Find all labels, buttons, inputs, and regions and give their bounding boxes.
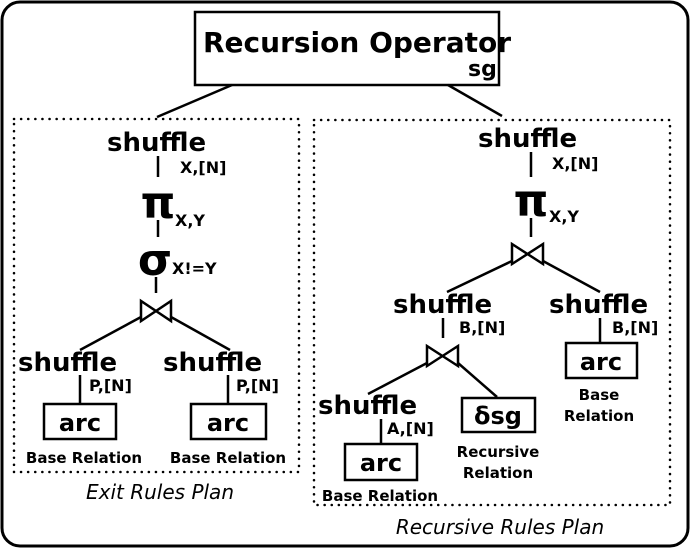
exit-join-icon — [139, 298, 173, 324]
recursive-plan-caption: Recursive Rules Plan — [396, 515, 604, 539]
edge-root-to-recursive — [447, 83, 503, 118]
exit-left-shuffle-sub: P,[N] — [89, 376, 132, 395]
exit-right-arc-box — [189, 402, 268, 441]
rec-inner-join-icon — [425, 343, 460, 369]
exit-right-arc-label: arc — [207, 409, 249, 437]
rec-right-shuffle-label: shuffle — [549, 290, 648, 320]
rec-recursive-caption-line1: Recursive — [457, 443, 540, 461]
rec-edge-join-right — [542, 259, 601, 294]
rec-right-caption-line1: Base — [579, 386, 620, 404]
rec-right-caption-line2: Relation — [564, 407, 634, 425]
recursion-operator-title: Recursion Operator — [203, 26, 511, 59]
rec-right-shuffle-sub: B,[N] — [612, 318, 658, 337]
rec-inner-arc-box — [343, 442, 419, 482]
rec-projection-sub: X,Y — [549, 207, 579, 226]
edge-root-to-exit — [156, 83, 233, 119]
rec-edge-join-left — [446, 259, 513, 294]
rec-shuffle-label: shuffle — [478, 124, 577, 154]
exit-edge-join-left — [79, 315, 142, 352]
exit-selection-sub: X!=Y — [172, 259, 217, 278]
recursive-plan: shuffle X,[N] π X,Y shuffle B,[N] shuffl… — [318, 124, 658, 539]
rec-left-shuffle-label: shuffle — [393, 290, 492, 320]
exit-left-arc-label: arc — [59, 409, 101, 437]
rec-delta-sg-box — [460, 396, 537, 434]
exit-right-shuffle-label: shuffle — [163, 348, 262, 378]
rec-edge-inner-join-right — [457, 362, 498, 398]
exit-left-arc-box — [42, 402, 118, 441]
rec-edge-inner-join-left — [367, 361, 428, 396]
exit-left-base-relation-caption: Base Relation — [26, 449, 142, 467]
exit-left-shuffle-label: shuffle — [18, 348, 117, 378]
rec-join-icon — [510, 241, 545, 267]
recursion-operator-subscript: sg — [468, 57, 497, 82]
rec-inner-arc-label: arc — [360, 449, 402, 477]
exit-plan-caption: Exit Rules Plan — [86, 480, 234, 504]
rec-inner-base-relation-caption: Base Relation — [322, 487, 438, 505]
rec-right-arc-label: arc — [580, 348, 622, 376]
rec-recursive-caption-line2: Relation — [463, 464, 533, 482]
exit-plan: shuffle X,[N] π X,Y σ X!=Y shuffle P,[N]… — [18, 128, 286, 504]
rec-inner-shuffle-sub: A,[N] — [387, 419, 434, 438]
rec-delta-sg-label: δsg — [474, 402, 522, 430]
exit-edge-join-right — [170, 315, 231, 352]
rec-shuffle-sub: X,[N] — [552, 154, 598, 173]
recursion-operator-node: Recursion Operator sg — [193, 10, 511, 87]
rec-right-arc-box — [564, 341, 639, 380]
recursive-plan-region — [312, 118, 672, 507]
exit-shuffle-sub: X,[N] — [180, 158, 226, 177]
exit-right-base-relation-caption: Base Relation — [170, 449, 286, 467]
rec-inner-shuffle-label: shuffle — [318, 391, 417, 421]
exit-shuffle-label: shuffle — [107, 128, 206, 158]
exit-right-shuffle-sub: P,[N] — [236, 376, 279, 395]
recursion-operator-box — [193, 10, 501, 87]
exit-projection-sub: X,Y — [175, 211, 205, 230]
rec-left-shuffle-sub: B,[N] — [459, 318, 505, 337]
exit-plan-region — [12, 117, 301, 474]
